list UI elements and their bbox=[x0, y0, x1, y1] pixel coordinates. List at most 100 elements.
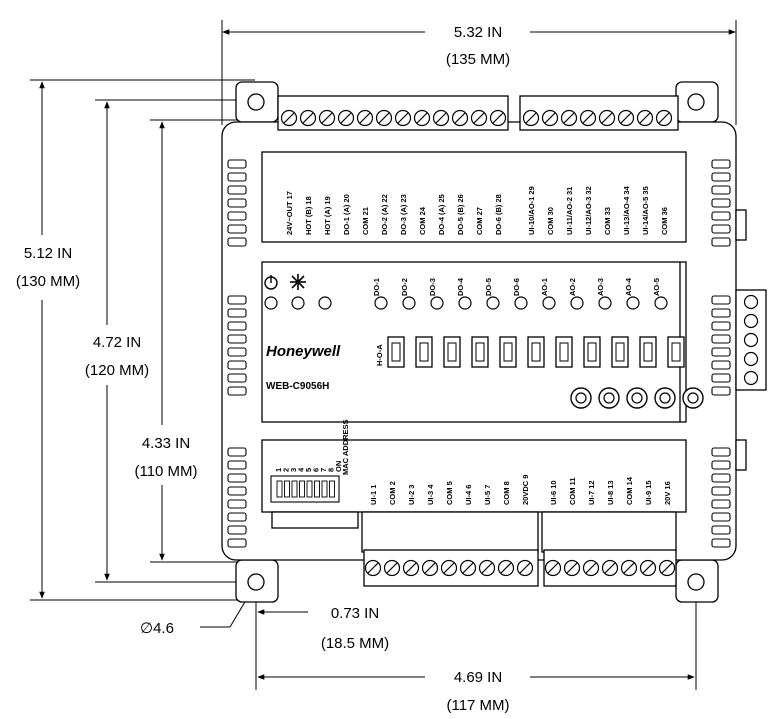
dip-switch-label: 2 bbox=[282, 468, 291, 472]
output-led-label: AO-4 bbox=[624, 277, 633, 296]
top-terminal-label: COM 30 bbox=[546, 207, 555, 235]
inner-height-mm-label: (110 MM) bbox=[134, 463, 197, 480]
output-led-label: AO-5 bbox=[652, 278, 661, 296]
dip-switch bbox=[276, 480, 283, 498]
dip-housing bbox=[271, 511, 359, 529]
vent-slot bbox=[711, 486, 731, 496]
vent-slot bbox=[227, 334, 247, 344]
screw-slot bbox=[544, 112, 556, 124]
vent-slot bbox=[227, 486, 247, 496]
hoa-switch-lever bbox=[671, 342, 681, 362]
vent-slot bbox=[711, 237, 731, 247]
bottom-terminal-label: UI-5 7 bbox=[483, 485, 492, 505]
output-led-label: AO-2 bbox=[568, 278, 577, 296]
hoa-switch-lever bbox=[587, 342, 597, 362]
bottom-terminal-label: UI-2 3 bbox=[407, 485, 416, 505]
vent-slot bbox=[227, 295, 247, 305]
dip-switch-label: ON bbox=[334, 461, 343, 472]
mount-hole-top-left bbox=[247, 93, 265, 111]
screw-slot bbox=[582, 112, 594, 124]
top-label-panel bbox=[261, 151, 687, 243]
adjust-knob-center bbox=[631, 392, 643, 404]
vent-slot bbox=[227, 159, 247, 169]
terminal-screws bbox=[280, 109, 759, 577]
adjust-knob-center bbox=[659, 392, 671, 404]
vent-slot bbox=[711, 499, 731, 509]
dip-switch bbox=[306, 480, 313, 498]
output-led-label: DO-4 bbox=[456, 277, 465, 296]
status-led bbox=[264, 296, 278, 310]
output-led-label: DO-5 bbox=[484, 278, 493, 296]
output-led-label: DO-1 bbox=[372, 278, 381, 296]
vent-slot bbox=[711, 347, 731, 357]
vent-slot bbox=[227, 538, 247, 548]
screw-slot bbox=[443, 562, 455, 574]
vent-slot bbox=[711, 386, 731, 396]
screw-slot bbox=[642, 562, 654, 574]
vent-slot bbox=[227, 499, 247, 509]
status-star-icon bbox=[290, 274, 306, 290]
top-terminal-label: UI-14/AO-5 35 bbox=[641, 186, 650, 235]
hole-diameter-label: ∅4.6 bbox=[140, 620, 174, 637]
hoa-switch-lever bbox=[475, 342, 485, 362]
hoa-switches bbox=[387, 336, 685, 368]
vent-slot bbox=[227, 360, 247, 370]
top-width-in-label: 5.32 IN bbox=[454, 24, 502, 41]
side-connector-screw bbox=[743, 351, 759, 367]
top-terminal-block-left bbox=[277, 95, 509, 131]
top-terminal-label: COM 33 bbox=[603, 207, 612, 235]
vent-slot bbox=[227, 211, 247, 221]
dip-switch bbox=[284, 480, 290, 498]
hole-offset-mm-label: (18.5 MM) bbox=[321, 635, 389, 652]
mount-hole-bottom-left bbox=[247, 573, 265, 591]
vent-slot bbox=[711, 538, 731, 548]
mount-hole-bottom-right bbox=[687, 573, 705, 591]
dip-switch-label: 6 bbox=[312, 468, 321, 472]
screw-slot bbox=[378, 112, 390, 124]
bottom-terminal-housing-left bbox=[361, 511, 539, 553]
dip-switch-label: 1 bbox=[274, 468, 283, 472]
vent-slot bbox=[711, 224, 731, 234]
top-terminal-label: HOT (A) 19 bbox=[323, 196, 332, 235]
bottom-terminal-label: UI-8 13 bbox=[606, 480, 615, 505]
screw-slot bbox=[367, 562, 379, 574]
mid-height-mm-label: (120 MM) bbox=[85, 362, 149, 379]
hoa-switch-lever bbox=[447, 342, 457, 362]
screw-slot bbox=[481, 562, 493, 574]
side-connector-screw bbox=[743, 332, 759, 348]
top-terminal-label: COM 27 bbox=[475, 207, 484, 235]
bottom-terminal-label: UI-9 15 bbox=[644, 480, 653, 505]
bottom-terminal-label: UI-3 4 bbox=[426, 484, 435, 505]
top-terminal-label: UI-11/AO-2 31 bbox=[565, 187, 574, 235]
vent-slot bbox=[711, 447, 731, 457]
top-terminal-label: UI-10/AO-1 29 bbox=[527, 186, 536, 235]
vent-slot bbox=[227, 347, 247, 357]
screw-slot bbox=[623, 562, 635, 574]
screw-slot bbox=[658, 112, 670, 124]
vent-slot bbox=[711, 473, 731, 483]
dip-switch-label: 7 bbox=[319, 468, 328, 472]
vent-slot bbox=[227, 460, 247, 470]
screw-slot bbox=[601, 112, 613, 124]
bottom-terminal-label: 20VDC 9 bbox=[521, 475, 530, 505]
output-led-label: AO-3 bbox=[596, 278, 605, 296]
screw-slot bbox=[547, 562, 559, 574]
output-led-label: DO-2 bbox=[400, 278, 409, 296]
output-led bbox=[402, 296, 416, 310]
hoa-switch-lever bbox=[531, 342, 541, 362]
vent-slot bbox=[711, 185, 731, 195]
bottom-terminal-label: COM 8 bbox=[502, 481, 511, 505]
vent-slot bbox=[227, 308, 247, 318]
vent-slot bbox=[227, 321, 247, 331]
top-terminal-label: HOT (B) 18 bbox=[304, 196, 313, 235]
hole-offset-in-label: 0.73 IN bbox=[331, 605, 379, 622]
bottom-terminal-label: UI-4 6 bbox=[464, 485, 473, 505]
output-led bbox=[654, 296, 668, 310]
dip-switch-label: 4 bbox=[297, 467, 306, 472]
dip-side-label: MAC ADDRESS bbox=[341, 419, 350, 475]
vent-slot bbox=[711, 211, 731, 221]
top-terminal-label: DO-1 (A) 20 bbox=[342, 194, 351, 235]
output-led-label: DO-6 bbox=[512, 278, 521, 296]
top-terminal-label: UI-13/AO-4 34 bbox=[622, 185, 631, 235]
